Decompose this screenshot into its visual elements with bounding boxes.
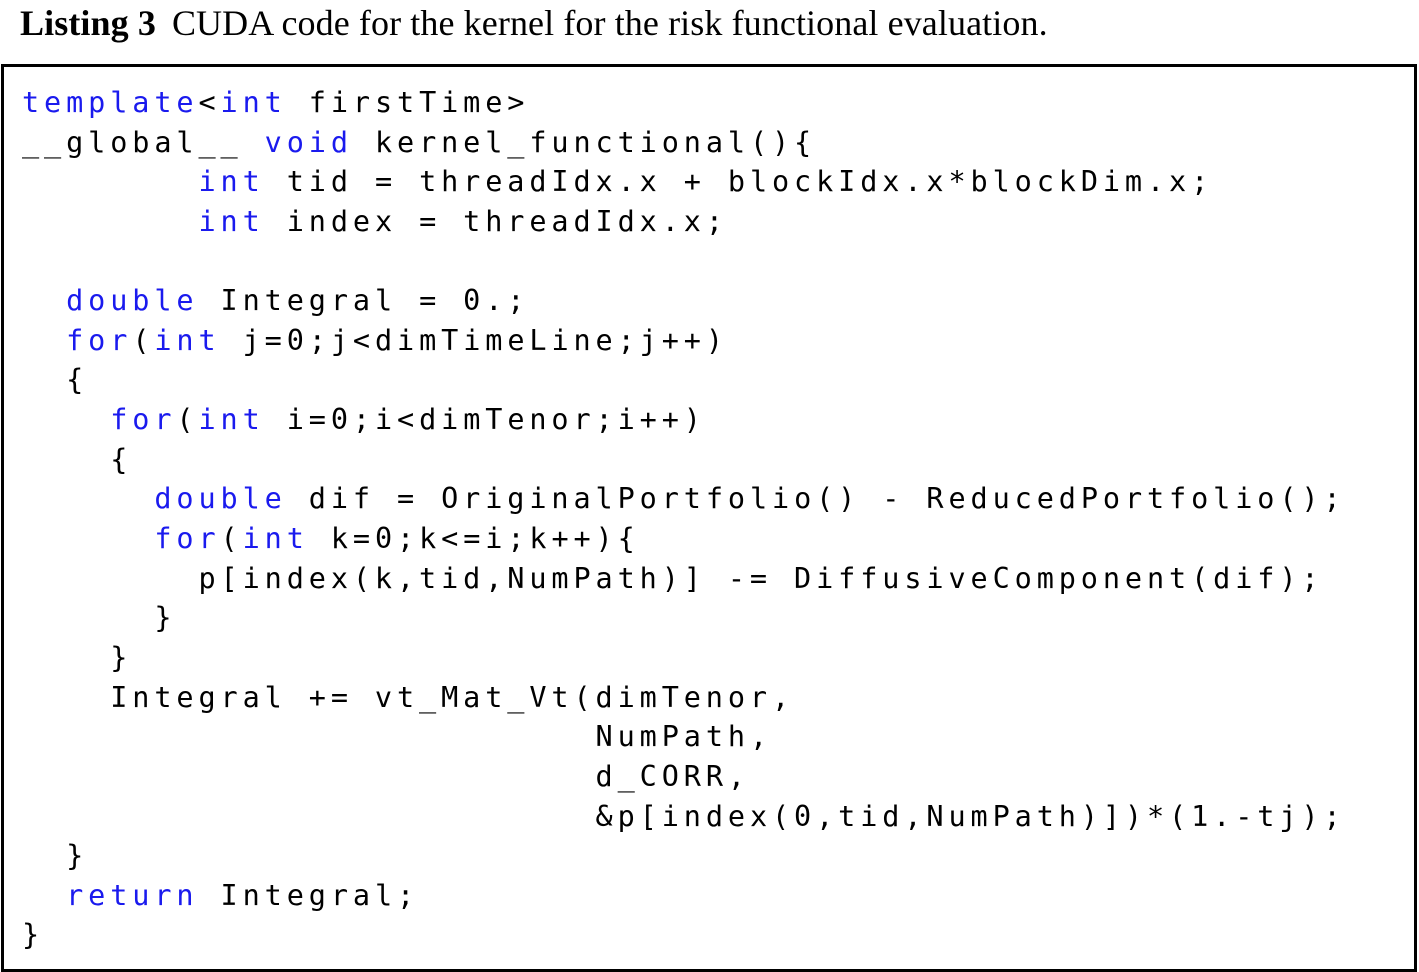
code-block: template<int firstTime> __global__ void k… [22,83,1346,955]
keyword: double [66,284,199,318]
code-line: } [66,839,89,873]
code-line: { [110,442,133,476]
keyword: for [66,323,133,357]
code-line: } [22,918,45,952]
keyword: int [198,403,265,437]
code-line: double Integral = 0.; [66,284,530,318]
listing-label: Listing 3 [20,3,156,43]
code-line: d_CORR, [595,759,750,793]
keyword: int [220,86,287,119]
code-line: int tid = threadIdx.x + blockIdx.x*block… [198,165,1214,199]
keyword: int [198,204,265,238]
code-line: __global__ void kernel_functional(){ [22,125,817,159]
code-line: { [66,363,89,397]
code-line-blank [22,242,1346,282]
keyword: for [110,403,177,437]
code-line: for(int i=0;i<dimTenor;i++) [110,403,706,437]
keyword: double [154,482,287,516]
code-line: for(int j=0;j<dimTimeLine;j++) [66,323,728,357]
keyword: void [264,125,353,159]
keyword: int [198,165,265,199]
keyword: for [154,522,221,556]
code-line: double dif = OriginalPortfolio() - Reduc… [154,482,1346,516]
keyword: template [22,86,199,119]
code-line: p[index(k,tid,NumPath)] -= DiffusiveComp… [198,561,1324,595]
code-line: template<int firstTime> [22,86,530,119]
code-line: Integral += vt_Mat_Vt(dimTenor, [110,680,795,714]
code-line: &p[index(0,tid,NumPath)])*(1.-tj); [595,799,1346,833]
code-line: int index = threadIdx.x; [198,204,728,238]
code-line: for(int k=0;k<=i;k++){ [154,522,640,556]
code-line: NumPath, [595,720,772,754]
code-line: return Integral; [66,878,420,912]
code-line: } [110,640,133,674]
keyword: int [154,323,221,357]
keyword: return [66,878,199,912]
keyword: int [242,522,309,556]
code-listing-frame: template<int firstTime> __global__ void k… [1,64,1417,972]
listing-caption: Listing 3 CUDA code for the kernel for th… [20,0,1048,46]
code-line: } [154,601,177,635]
listing-caption-text: CUDA code for the kernel for the risk fu… [171,3,1048,43]
